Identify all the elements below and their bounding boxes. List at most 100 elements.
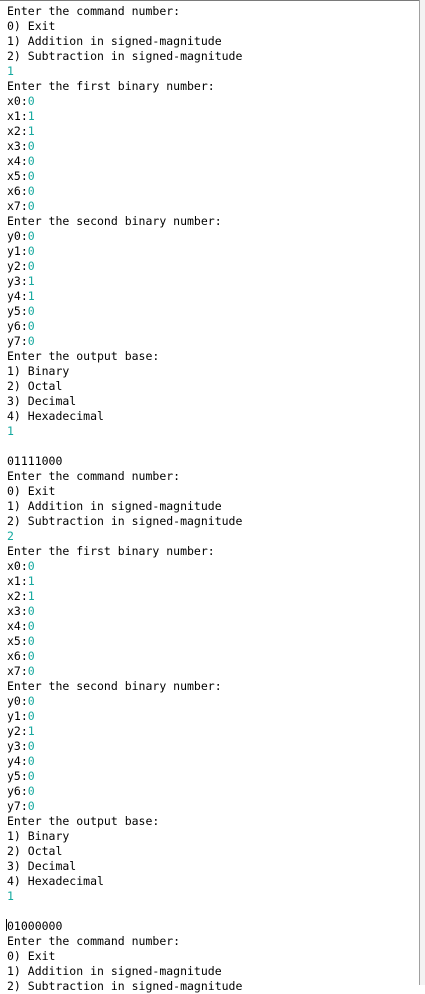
console-line: x5:0	[7, 169, 242, 184]
console-line: x7:0	[7, 664, 242, 679]
console-line: Enter the first binary number:	[7, 544, 242, 559]
console-output-text: x0:	[7, 94, 28, 108]
console-output-text: Enter the second binary number:	[7, 214, 222, 228]
console-line: x4:0	[7, 619, 242, 634]
console-output-text: y6:	[7, 319, 28, 333]
console-line: x6:0	[7, 649, 242, 664]
console-output-text: 1) Binary	[7, 364, 70, 378]
console-output-text: y5:	[7, 304, 28, 318]
console-output-text: x5:	[7, 169, 28, 183]
console-user-input: 0	[27, 754, 35, 768]
console-output-text: Enter the first binary number:	[7, 79, 215, 93]
console-line: y1:0	[7, 244, 242, 259]
console-output-text: y1:	[7, 244, 28, 258]
console-line: 0) Exit	[7, 19, 242, 34]
console-line: Enter the second binary number:	[7, 679, 242, 694]
console-output-text: y1:	[7, 709, 28, 723]
console-line: y6:0	[7, 784, 242, 799]
console-line: x2:1	[7, 124, 242, 139]
console-line: 2) Octal	[7, 379, 242, 394]
console-line: Enter the output base:	[7, 814, 242, 829]
console-output-text: x0:	[7, 559, 28, 573]
console-user-input: 1	[27, 124, 35, 138]
console-output-text: 2) Subtraction in signed-magnitude	[7, 49, 243, 63]
console-line: 2) Subtraction in signed-magnitude	[7, 514, 242, 529]
console-line: 0) Exit	[7, 949, 242, 964]
console-output-text: Enter the first binary number:	[7, 544, 215, 558]
console-line: x4:0	[7, 154, 242, 169]
console-user-input: 0	[27, 769, 35, 783]
console-line: 2) Subtraction in signed-magnitude	[7, 49, 242, 64]
console-output-text: y4:	[7, 754, 28, 768]
console-line: 2	[7, 529, 242, 544]
console-user-input: 2	[7, 529, 14, 543]
console-output-text: 1) Addition in signed-magnitude	[7, 34, 222, 48]
console-output-text: y2:	[7, 724, 28, 738]
console-line: y3:1	[7, 274, 242, 289]
console-line: 2) Octal	[7, 844, 242, 859]
console-user-input: 0	[27, 319, 35, 333]
console-line: 01000000	[6, 919, 242, 934]
console-output-text: 1) Addition in signed-magnitude	[7, 964, 222, 978]
console-line: x5:0	[7, 634, 242, 649]
console-output-text: x7:	[7, 664, 28, 678]
console-user-input: 0	[27, 139, 35, 153]
console-line: y6:0	[7, 319, 242, 334]
console-output-text: x1:	[7, 109, 28, 123]
pane-top-border	[0, 0, 419, 1]
console-output-text: y4:	[7, 289, 28, 303]
console-line: Enter the command number:	[7, 469, 242, 484]
console-line: Enter the second binary number:	[7, 214, 242, 229]
console-output-text: 4) Hexadecimal	[7, 409, 104, 423]
console-user-input: 1	[27, 274, 35, 288]
console-line: y2:0	[7, 259, 242, 274]
console-line: x3:0	[7, 139, 242, 154]
console-user-input: 0	[27, 229, 35, 243]
console-user-input: 0	[27, 619, 35, 633]
console-user-input: 0	[27, 184, 35, 198]
console-user-input: 0	[27, 259, 35, 273]
console-output-text: x6:	[7, 184, 28, 198]
console-output-text: y3:	[7, 274, 28, 288]
console-output-text: Enter the output base:	[7, 349, 160, 363]
console-output-text: Enter the output base:	[7, 814, 160, 828]
console-output-text: x5:	[7, 634, 28, 648]
console-line: y5:0	[7, 304, 242, 319]
console-output-text: x3:	[7, 139, 28, 153]
console-line: y3:0	[7, 739, 242, 754]
console-output-text: y7:	[7, 334, 28, 348]
console-line: 2) Subtraction in signed-magnitude	[7, 979, 242, 994]
console-line: x3:0	[7, 604, 242, 619]
console-line: 01111000	[7, 454, 242, 469]
console-user-input: 0	[27, 334, 35, 348]
console-line: 1) Addition in signed-magnitude	[7, 499, 242, 514]
console-output-text: 3) Decimal	[7, 859, 77, 873]
console-output-text: 2) Subtraction in signed-magnitude	[7, 979, 243, 993]
console-output-text: Enter the command number:	[7, 469, 181, 483]
console-user-input: 1	[27, 574, 35, 588]
console-user-input: 1	[27, 589, 35, 603]
console-output-text: 0) Exit	[7, 484, 56, 498]
console-line: y2:1	[7, 724, 242, 739]
console-output-text: y3:	[7, 739, 28, 753]
console-user-input: 0	[27, 634, 35, 648]
console-output-text: 0) Exit	[7, 949, 56, 963]
console-user-input: 0	[27, 199, 35, 213]
console-output-text: x4:	[7, 154, 28, 168]
console-line: y4:0	[7, 754, 242, 769]
scrollbar-track[interactable]	[420, 0, 425, 985]
console-line: x1:1	[7, 574, 242, 589]
console-output-text: 1) Addition in signed-magnitude	[7, 499, 222, 513]
console-output-text: x2:	[7, 124, 28, 138]
console-user-input: 0	[27, 154, 35, 168]
console-line: x7:0	[7, 199, 242, 214]
console-output-text: Enter the command number:	[7, 4, 181, 18]
console-output-text: 1) Binary	[7, 829, 70, 843]
console-user-input: 0	[27, 694, 35, 708]
console-user-input: 0	[27, 799, 35, 813]
console-user-input: 1	[7, 889, 14, 903]
console-user-input: 0	[27, 244, 35, 258]
console-line: x1:1	[7, 109, 242, 124]
